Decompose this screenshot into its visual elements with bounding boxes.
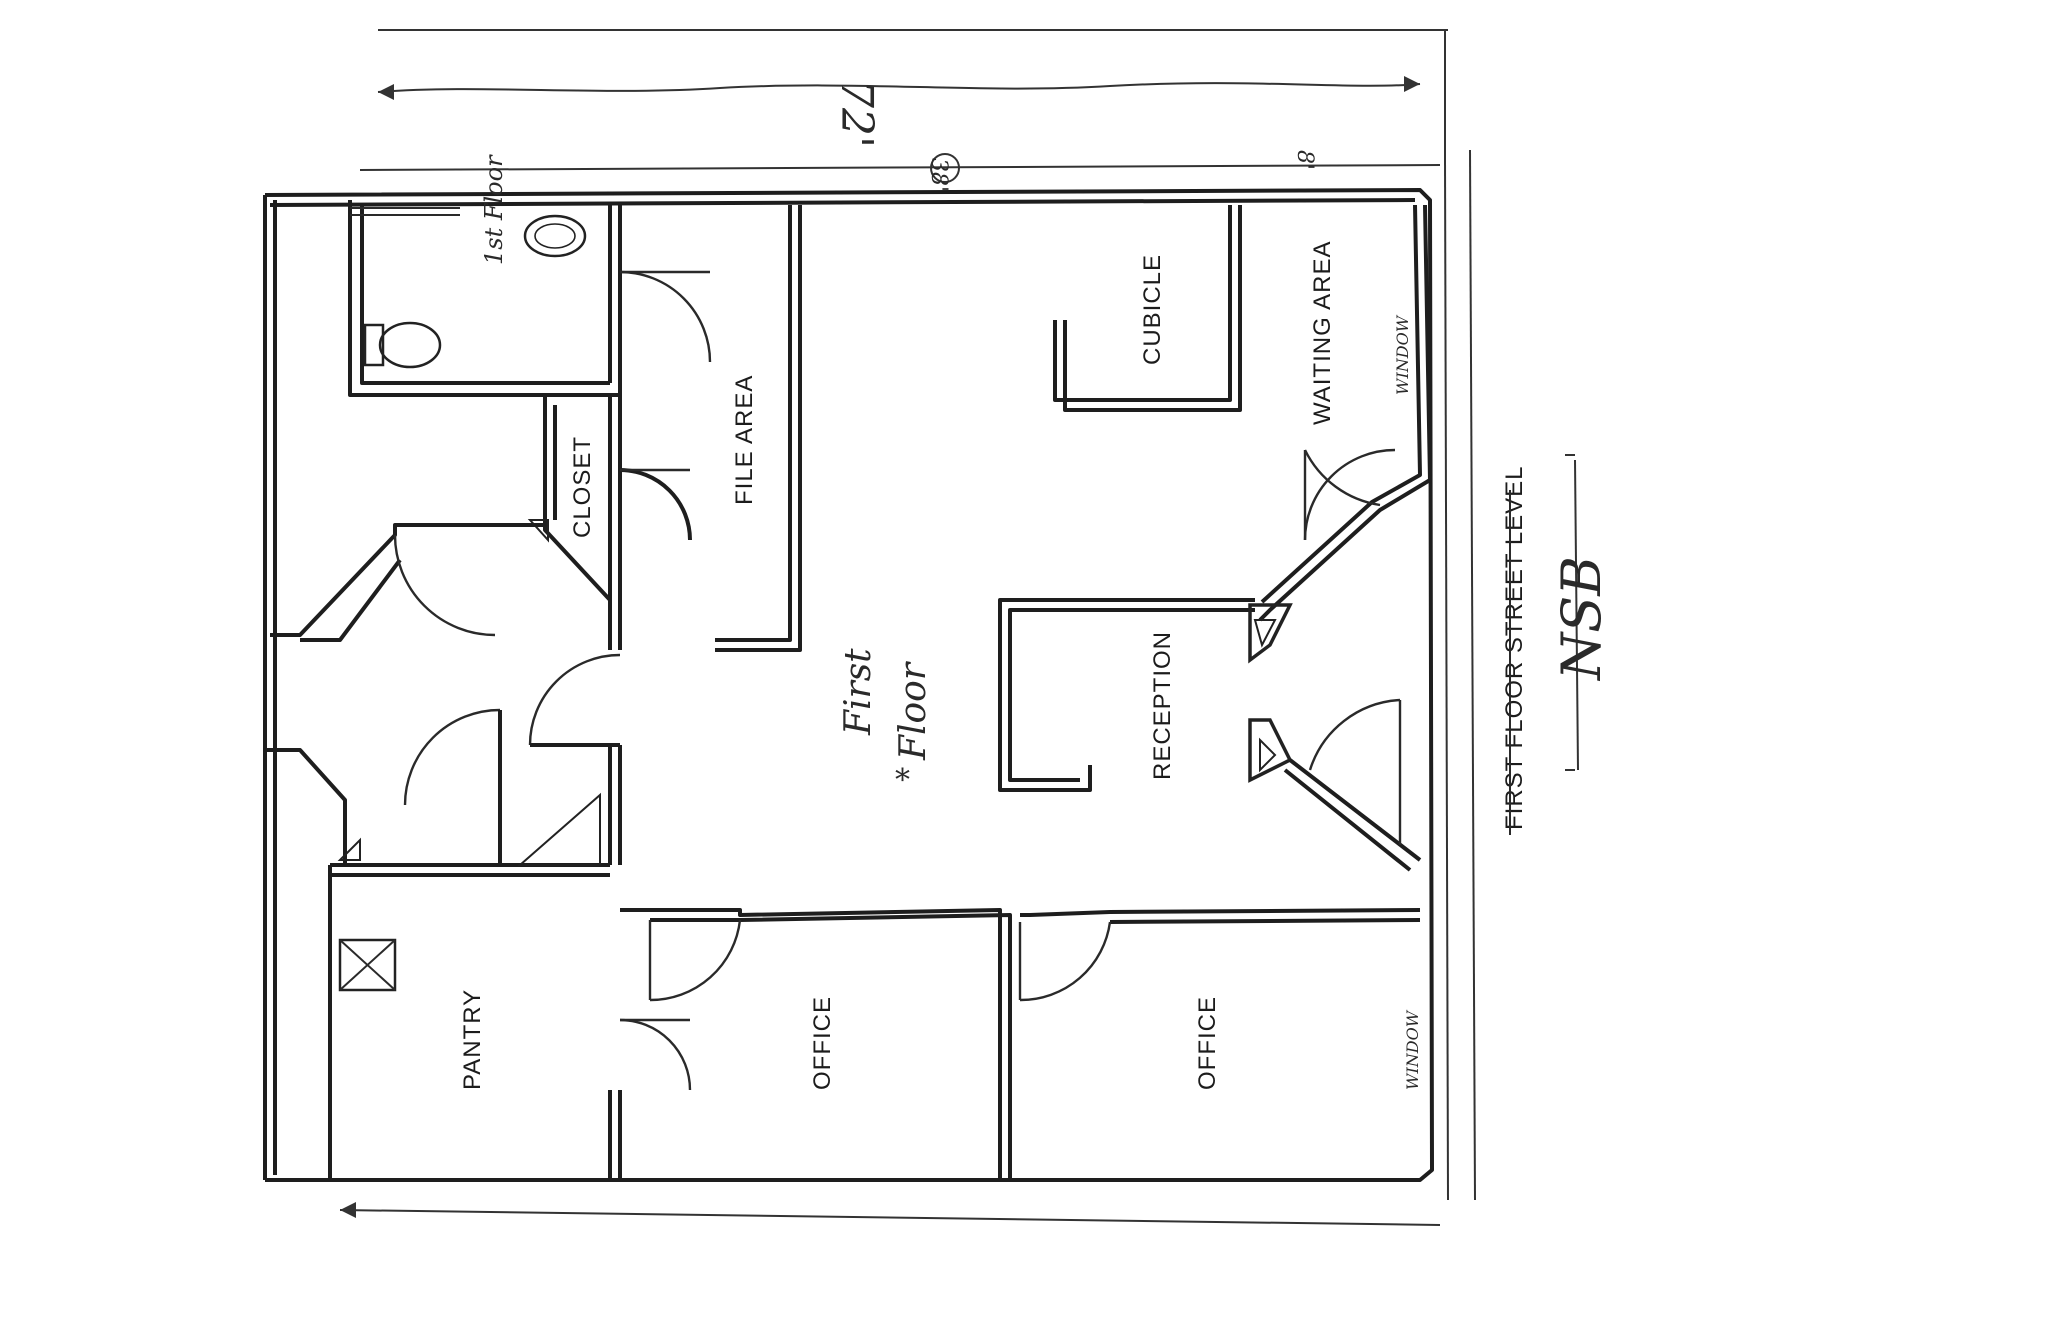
pantry-label: PANTRY [459,989,486,1090]
center-star: * [895,763,910,798]
file-area-label: FILE AREA [731,375,758,505]
center-note-line1: First [838,648,879,736]
reception-walls [998,598,1422,872]
top-width-label: 72' [831,80,882,148]
top-dimension [377,29,1448,160]
hallway-walls [265,523,621,865]
pantry-walls [328,792,692,1180]
level-label: FIRST FLOOR STREET LEVEL [1501,465,1528,830]
depth-mid-label: 38' [926,158,951,192]
bathroom-note: 1st Floor [480,154,508,265]
office-2-label: OFFICE [1194,996,1221,1090]
reception-label: RECEPTION [1149,631,1176,780]
file-area-walls [715,205,802,652]
office-2-walls [1018,908,1421,1002]
outer-walls [263,188,1434,1182]
window-upper-label: WINDOW [1393,314,1412,395]
signature: NSB [1550,556,1613,682]
window-lower-label: WINDOW [1403,1009,1422,1090]
bathroom [348,200,712,397]
center-note-line2: Floor [893,661,934,761]
closet-walls [527,395,692,602]
cubicle-label: CUBICLE [1139,254,1166,365]
closet-label: CLOSET [569,436,596,538]
office-1-label: OFFICE [809,996,836,1090]
waiting-area-label: WAITING AREA [1309,241,1336,425]
small-right-label: 8' [1292,150,1317,170]
office-1-walls [620,908,1012,1180]
waiting-area-walls [1258,204,1432,622]
cubicle-walls [1053,205,1242,412]
